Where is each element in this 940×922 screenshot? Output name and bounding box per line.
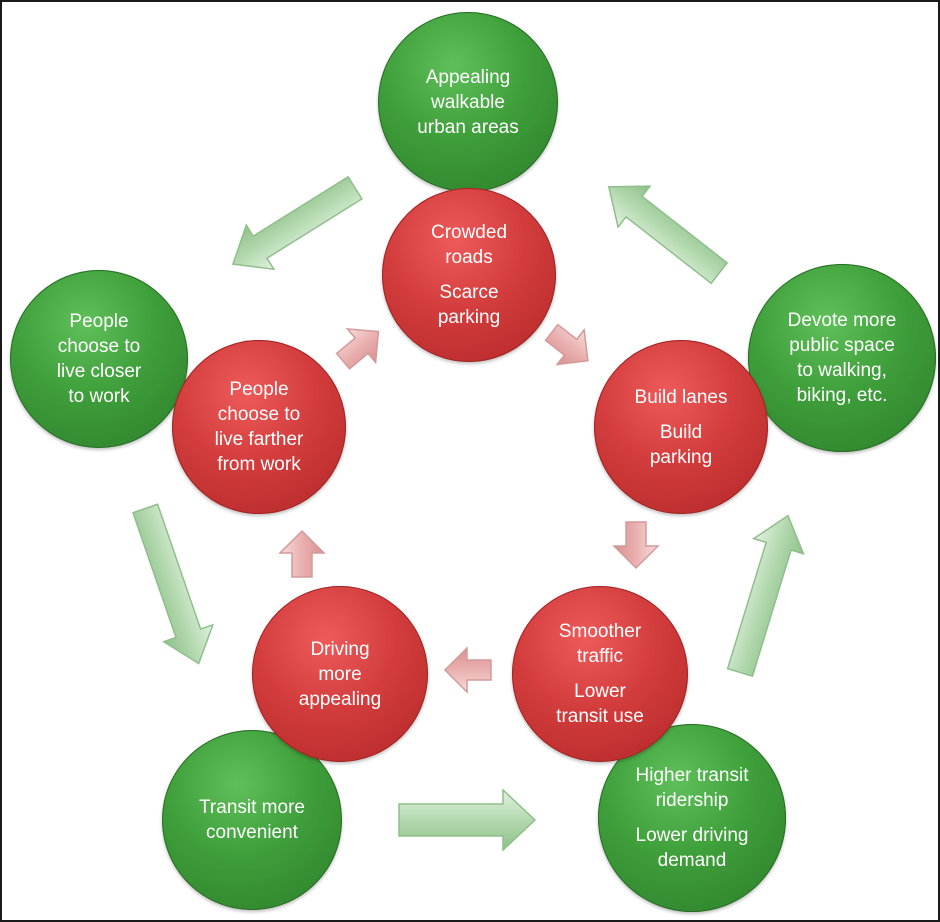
node-people-live-farther: People choose to live farther from work	[172, 340, 346, 514]
node-text: live farther	[214, 429, 304, 450]
block-arrow-icon	[612, 521, 660, 570]
node-transit-more-convenient: Transit more convenient	[162, 730, 342, 910]
node-text: to walking,	[797, 360, 887, 381]
node-text: walkable	[431, 91, 505, 113]
node-appealing-walkable-urban-areas: Appealing walkable urban areas	[378, 12, 558, 192]
node-build-lanes: Build lanes Build parking	[594, 340, 768, 514]
node-devote-public-space: Devote more public space to walking, bik…	[748, 264, 936, 452]
block-arrow-icon	[132, 503, 215, 665]
block-arrow-icon	[443, 646, 492, 694]
node-text: live closer	[56, 361, 142, 382]
node-text: demand	[657, 850, 727, 871]
node-people-live-closer: People choose to live closer to work	[10, 270, 188, 448]
node-text: Driving	[310, 638, 370, 660]
node-text: Scarce	[439, 282, 499, 303]
node-text: Higher transit	[635, 765, 749, 786]
node-text: public space	[789, 335, 895, 356]
node-text: Build lanes	[634, 386, 728, 408]
node-text: from work	[217, 454, 301, 475]
node-text: Lower driving	[635, 825, 749, 846]
node-text: choose to	[57, 336, 141, 357]
node-text: parking	[437, 307, 501, 328]
node-text: urban areas	[417, 116, 519, 138]
node-text: Transit more	[199, 797, 305, 818]
node-text: Smoother	[558, 621, 642, 642]
node-text: transit use	[556, 706, 644, 727]
block-arrow-icon	[607, 185, 729, 285]
node-crowded-roads: Crowded roads Scarce parking	[382, 188, 556, 362]
node-smoother-traffic: Smoother traffic Lower transit use	[512, 586, 688, 762]
node-text: roads	[445, 247, 493, 268]
node-text: Appealing	[425, 66, 511, 88]
node-text: Devote more	[787, 310, 897, 331]
node-text: Lower	[574, 681, 626, 702]
node-text: choose to	[217, 404, 301, 425]
block-arrow-icon	[726, 514, 805, 678]
node-text: biking, etc.	[796, 385, 888, 406]
block-arrow-icon	[335, 327, 380, 370]
block-arrow-icon	[278, 529, 326, 578]
block-arrow-icon	[398, 788, 537, 852]
node-text: traffic	[576, 646, 624, 667]
node-text: parking	[649, 446, 713, 468]
node-text: convenient	[206, 822, 298, 843]
node-text: Crowded	[430, 222, 508, 243]
node-text: ridership	[655, 790, 729, 811]
node-text: more	[318, 663, 362, 685]
block-arrow-icon	[544, 323, 589, 366]
node-text: People	[229, 379, 289, 400]
block-arrow-icon	[231, 175, 363, 271]
node-text: Build	[659, 421, 703, 443]
node-driving-more-appealing: Driving more appealing	[252, 586, 428, 762]
node-text: appealing	[298, 688, 382, 710]
node-text: to work	[68, 386, 130, 407]
node-text: People	[69, 311, 129, 332]
